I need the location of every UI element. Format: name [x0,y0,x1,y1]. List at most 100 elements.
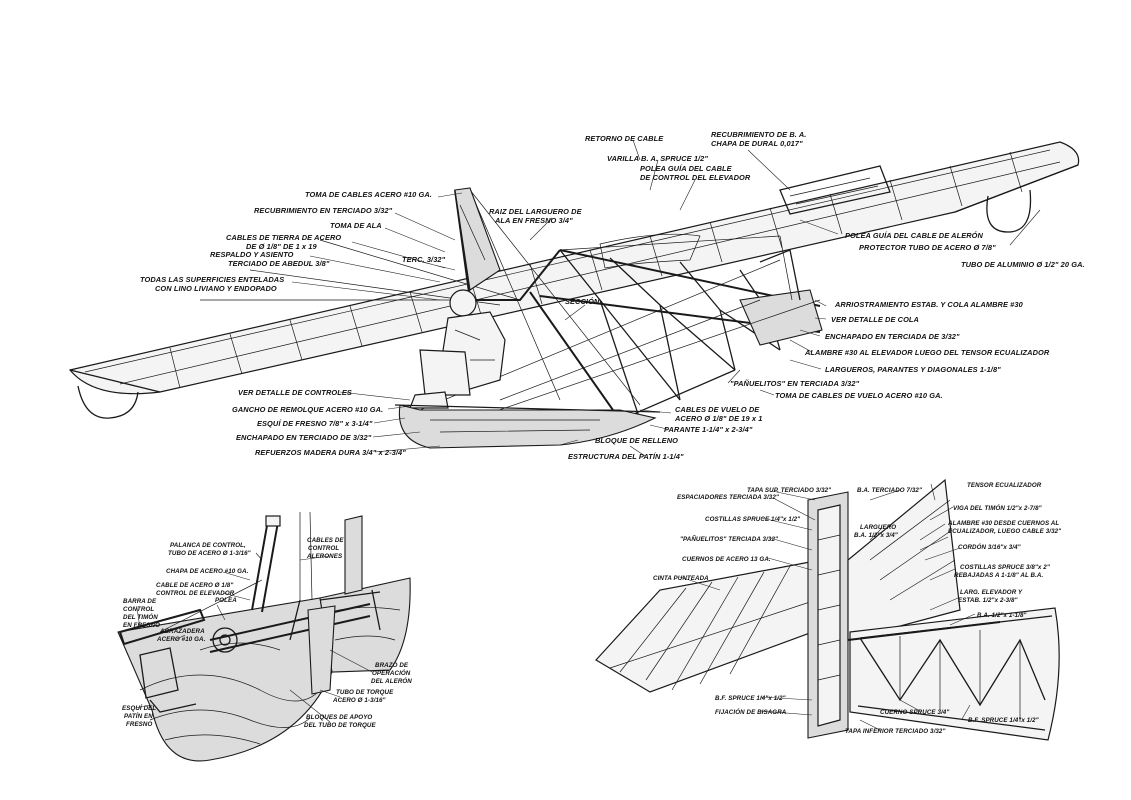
label-larg-elevador-1: LARG. ELEVADOR Y [960,589,1023,596]
label-bloques-2: DEL TUBO DE TORQUE [304,722,376,729]
label-respaldo-1: RESPALDO Y ASIENTO [210,250,294,259]
label-barra-4: EN FRESNO [123,622,160,629]
label-chapa-dural: CHAPA DE DURAL 0,017" [711,139,803,148]
skid-nacelle [394,404,661,449]
label-tapa-sup: TAPA SUP. TERCIADO 3/32" [747,487,831,494]
label-cables-control-1: CABLES DE [307,537,344,544]
label-brazo-1: BRAZO DE [375,662,409,669]
label-seccion: SECCIÓN [565,297,600,306]
label-barra-3: DEL TIMÓN [123,614,158,621]
pilot-figure [409,289,506,409]
label-esqui-patin-2: PATÍN EN [124,713,153,720]
label-larguero-ba: B.A. 1/2"x 3/4" [854,532,898,539]
fuselage-truss [200,189,823,421]
label-alambre-1: ALAMBRE #30 DESDE CUERNOS AL [947,520,1059,527]
label-tubo-aluminio: TUBO DE ALUMINIO Ø 1/2" 20 GA. [961,260,1085,269]
cabane-pylon [454,187,501,291]
label-arriostramiento: ARRIOSTRAMIENTO ESTAB. Y COLA ALAMBRE #3… [834,300,1024,309]
label-respaldo-2: TERCIADO DE ABEDUL 3/8" [228,259,330,268]
label-esqui-patin-1: ESQUÍ DEL [122,705,156,712]
label-varilla-ba: VARILLA B. A. SPRUCE 1/2" [607,154,708,163]
label-toma-ala: TOMA DE ALA [330,221,382,230]
label-bf-spruce-right: B.F. SPRUCE 1/4"x 1/2" [968,717,1039,724]
labels-main: RETORNO DE CABLE RECUBRIMIENTO DE B. A. … [140,130,1085,461]
label-abrazadera-1: ABRAZADERA [159,628,205,635]
controls-detail-view: PALANCA DE CONTROL, TUBO DE ACERO Ø 1-3/… [117,511,412,762]
label-enchapado-terciada: ENCHAPADO EN TERCIADA DE 3/32" [825,332,960,341]
label-cables-vuelo-1: CABLES DE VUELO DE [675,405,760,414]
label-larguero: LARGUERO [860,524,896,531]
label-cables-control-2: CONTROL [308,545,339,552]
label-polea-aleron: POLEA GUÍA DEL CABLE DE ALERÓN [845,231,984,240]
label-refuerzos: REFUERZOS MADERA DURA 3/4" x 2-3/4" [255,448,406,457]
label-cables-control-3: ALERONES [306,553,343,560]
label-superficies-2: CON LINO LIVIANO Y ENDOPADO [155,284,277,293]
label-ba-tail: B.A. 1/2"x 1-1/8" [977,612,1027,619]
label-chapa-acero: CHAPA DE ACERO #10 GA. [166,568,249,575]
label-enchapado-terciado: ENCHAPADO EN TERCIADO DE 3/32" [236,433,372,442]
label-raiz-larguero-1: RAIZ DEL LARGUERO DE [489,207,583,216]
label-costillas-2: COSTILLAS SPRUCE 3/8"x 2" [960,564,1050,571]
label-cable-acero-2: CONTROL DE ELEVADOR [156,590,235,597]
label-ver-detalle-controles: VER DETALLE DE CONTROLES [238,388,352,397]
leader-lines-tail [679,483,976,731]
leader-lines-controls [135,552,373,723]
label-panuelitos: "PAÑUELITOS" EN TERCIADA 3/32" [730,379,860,388]
label-cuerno-spruce: CUERNO SPRUCE 3/4" [880,709,949,716]
label-abrazadera-2: ACERO #10 GA. [156,636,206,643]
label-alambre-elevador: ALAMBRE #30 AL ELEVADOR LUEGO DEL TENSOR… [804,348,1050,357]
label-tensor: TENSOR ECUALIZADOR [967,482,1042,489]
label-cinta-punteada: CINTA PUNTEADA [653,575,709,582]
label-espaciadores: ESPACIADORES TERCIADA 3/32" [677,494,779,501]
leader-lines-main [291,139,1041,457]
label-superficies-1: TODAS LAS SUPERFICIES ENTELADAS [140,275,284,284]
label-largueros: LARGUEROS, PARANTES Y DIAGONALES 1-1/8" [825,365,1001,374]
label-cable-acero-1: CABLE DE ACERO Ø 1/8" [156,582,233,589]
tail-detail-view: TAPA SUP. TERCIADO 3/32" B.A. TERCIADO 7… [595,478,1061,741]
label-recubrimiento-terciado: RECUBRIMIENTO EN TERCIADO 3/32" [254,206,393,215]
label-alambre-2: ECUALIZADOR, LUEGO CABLE 3/32" [948,528,1061,535]
label-parante: PARANTE 1-1/4" x 2-3/4" [664,425,753,434]
label-fijacion-bisagra: FIJACIÓN DE BISAGRA [715,709,787,716]
label-bloques-1: BLOQUES DE APOYO [306,714,372,721]
label-larg-elevador-2: ESTAB. 1/2"x 2-3/8" [958,597,1018,604]
label-esqui-patin-3: FRESNO [126,721,152,728]
label-brazo-2: OPERACIÓN [372,670,411,677]
label-terc: TERC. 3/32" [402,255,446,264]
label-toma-cables: TOMA DE CABLES ACERO #10 GA. [305,190,432,199]
label-cordon: CORDÓN 3/16"x 3/4" [958,544,1021,551]
label-costillas-1: COSTILLAS SPRUCE 1/4"x 1/2" [705,516,800,523]
labels-tail: TAPA SUP. TERCIADO 3/32" B.A. TERCIADO 7… [653,482,1061,735]
label-ver-detalle-cola: VER DETALLE DE COLA [831,315,919,324]
labels-controls: PALANCA DE CONTROL, TUBO DE ACERO Ø 1-3/… [122,537,412,729]
label-tapa-inferior: TAPA INFERIOR TERCIADO 3/32" [845,728,946,735]
label-ba-terciado: B.A. TERCIADO 7/32" [857,487,922,494]
label-cables-tierra-2: DE Ø 1/8" DE 1 x 19 [246,242,318,251]
label-cuernos-acero: CUERNOS DE ACERO 13 GA. [682,556,771,563]
label-palanca-1: PALANCA DE CONTROL, [170,542,246,549]
label-barra-1: BARRA DE [123,598,157,605]
label-brazo-3: DEL ALERÓN [371,678,412,685]
label-tubo-torque-2: ACERO Ø 1-3/16" [332,697,386,704]
label-bf-spruce-left: B.F. SPRUCE 1/4"x 1/2" [715,695,786,702]
label-protector-tubo: PROTECTOR TUBO DE ACERO Ø 7/8" [859,243,996,252]
label-barra-2: CONTROL [123,606,154,613]
label-raiz-larguero-2: ALA EN FRESNO 3/4" [494,216,573,225]
label-viga-timon: VIGA DEL TIMÓN 1/2"x 2-7/8" [953,505,1042,512]
label-polea-guia-2: DE CONTROL DEL ELEVADOR [640,173,751,182]
label-panuelitos-tail: "PAÑUELITOS" TERCIADA 3/32" [680,536,778,543]
label-cables-tierra-1: CABLES DE TIERRA DE ACERO [226,233,341,242]
label-gancho-remolque: GANCHO DE REMOLQUE ACERO #10 GA. [232,405,383,414]
label-toma-cables-vuelo: TOMA DE CABLES DE VUELO ACERO #10 GA. [775,391,943,400]
label-estructura-patin: ESTRUCTURA DEL PATÍN 1-1/4" [568,452,684,461]
label-polea-guia-1: POLEA GUÍA DEL CABLE [640,164,733,173]
label-cables-vuelo-2: ACERO Ø 1/8" DE 19 x 1 [674,414,762,423]
glider-main-view: RETORNO DE CABLE RECUBRIMIENTO DE B. A. … [68,130,1085,461]
label-bloque-relleno: BLOQUE DE RELLENO [595,436,678,445]
label-esqui-fresno: ESQUÍ DE FRESNO 7/8" x 3-1/4" [257,419,373,428]
label-tubo-torque-1: TUBO DE TORQUE [336,689,394,696]
label-polea: POLEA [215,597,237,604]
label-retorno-cable: RETORNO DE CABLE [585,134,664,143]
label-costillas-3: REBAJADAS A 1-1/8" AL B.A. [954,572,1043,579]
